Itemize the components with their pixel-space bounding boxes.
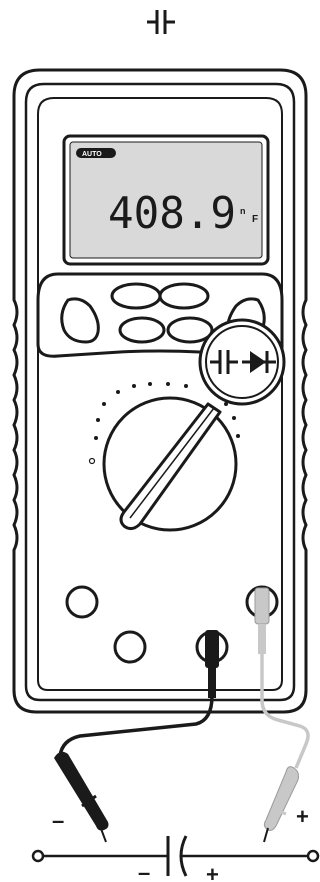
capacitor-minus-label: – xyxy=(138,860,150,882)
function-magnifier xyxy=(198,318,286,406)
capacitor-icon xyxy=(210,350,238,374)
auto-range-badge: AUTO xyxy=(76,148,116,158)
black-test-lead-cable xyxy=(58,695,214,757)
red-probe xyxy=(263,766,299,843)
black-probe xyxy=(54,751,109,843)
button-bottom-right[interactable] xyxy=(166,316,214,344)
capacitor-plus-label: + xyxy=(206,862,219,882)
jack-top-left[interactable] xyxy=(65,585,99,619)
dial-position-markers xyxy=(88,382,240,465)
button-top-left[interactable] xyxy=(110,282,162,310)
lcd-display xyxy=(62,134,270,266)
red-test-lead-cable xyxy=(260,652,310,769)
lcd-unit-prefix: n xyxy=(240,206,246,216)
capacitor-function-icon xyxy=(147,10,175,34)
black-lead-plug xyxy=(205,630,219,698)
rotary-selector-dial[interactable] xyxy=(102,396,238,532)
red-probe-plus-label: + xyxy=(296,804,309,829)
auto-range-label: AUTO xyxy=(82,151,102,158)
lcd-reading: 408.9 xyxy=(108,188,236,239)
button-bottom-left[interactable] xyxy=(118,316,166,344)
lcd-unit: F xyxy=(252,214,258,225)
button-top-right[interactable] xyxy=(158,282,210,310)
black-probe-minus-label: – xyxy=(52,808,64,833)
red-lead-plug xyxy=(254,587,270,654)
diode-icon xyxy=(242,351,276,373)
jack-bottom-left[interactable] xyxy=(113,630,147,664)
capacitor-under-test-circuit xyxy=(31,835,320,877)
left-soft-key[interactable] xyxy=(60,297,100,344)
